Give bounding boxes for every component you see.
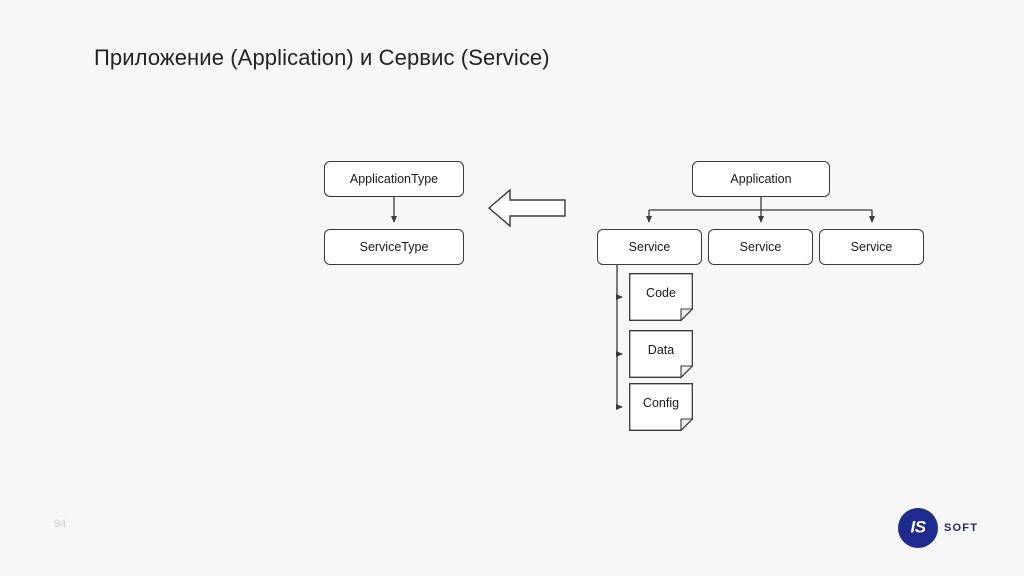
node-application-label: Application bbox=[730, 172, 792, 186]
node-service-1-label: Service bbox=[628, 240, 671, 254]
node-service-2-label: Service bbox=[739, 240, 782, 254]
node-application-type-label: ApplicationType bbox=[349, 172, 439, 186]
page-title: Приложение (Application) и Сервис (Servi… bbox=[94, 45, 550, 70]
node-service-type[interactable]: ServiceType bbox=[324, 229, 464, 265]
brand-mark-icon: IS bbox=[898, 508, 938, 548]
node-service-3[interactable]: Service bbox=[819, 229, 924, 265]
document-icon bbox=[629, 330, 693, 378]
artifact-config[interactable]: Config bbox=[629, 383, 693, 431]
artifact-code[interactable]: Code bbox=[629, 273, 693, 321]
document-icon bbox=[629, 273, 693, 321]
brand-word: SOFT bbox=[944, 522, 979, 534]
brand-logo: IS SOFT bbox=[898, 506, 978, 550]
instantiation-arrow bbox=[487, 188, 566, 228]
brand-mark-text: IS bbox=[910, 517, 926, 537]
node-application-type[interactable]: ApplicationType bbox=[324, 161, 464, 197]
node-service-type-label: ServiceType bbox=[359, 240, 429, 254]
artifact-data[interactable]: Data bbox=[629, 330, 693, 378]
document-icon bbox=[629, 383, 693, 431]
node-application[interactable]: Application bbox=[692, 161, 830, 197]
node-service-3-label: Service bbox=[850, 240, 893, 254]
edge-application-services bbox=[646, 197, 875, 223]
node-service-1[interactable]: Service bbox=[597, 229, 702, 265]
edge-service-artifacts bbox=[616, 265, 623, 410]
page-number: 94 bbox=[54, 518, 67, 530]
node-service-2[interactable]: Service bbox=[708, 229, 813, 265]
